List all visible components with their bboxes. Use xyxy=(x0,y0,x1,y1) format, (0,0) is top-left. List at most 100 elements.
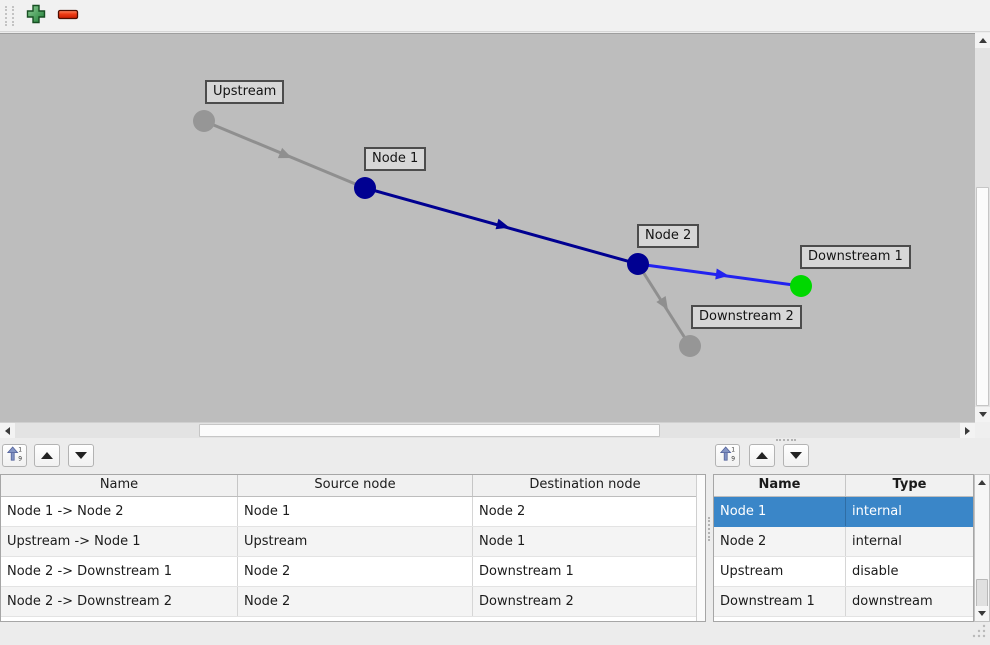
edges-move-down-button[interactable] xyxy=(68,444,94,467)
node-label-downstream-1[interactable]: Downstream 1 xyxy=(800,245,911,269)
table-cell: Downstream 1 xyxy=(714,587,846,616)
table-cell: internal xyxy=(852,504,902,519)
svg-text:9: 9 xyxy=(731,456,735,462)
window-resize-grip[interactable] xyxy=(971,623,987,642)
minus-icon xyxy=(56,3,80,28)
vertical-scroll-thumb[interactable] xyxy=(976,187,989,406)
edges-table: Name Source node Destination node Node 1… xyxy=(0,474,706,622)
node-label-downstream-2[interactable]: Downstream 2 xyxy=(691,305,802,329)
move-up-icon xyxy=(756,452,768,459)
table-cell: Upstream xyxy=(238,527,473,556)
table-cell: Upstream -> Node 1 xyxy=(1,527,238,556)
canvas-horizontal-scrollbar[interactable] xyxy=(0,422,975,438)
node-row[interactable]: Downstream 1 downstream xyxy=(714,587,973,617)
node-label-upstream[interactable]: Upstream xyxy=(205,80,285,104)
nodes-move-up-button[interactable] xyxy=(749,444,775,467)
node-node-1[interactable] xyxy=(354,177,376,199)
main-toolbar xyxy=(0,0,990,32)
table-cell: Node 1 -> Node 2 xyxy=(1,497,238,526)
status-bar xyxy=(0,623,990,645)
sort-ascending-icon: 1 9 xyxy=(6,446,23,465)
vertical-pane-splitter[interactable] xyxy=(708,517,710,541)
node-downstream-2[interactable] xyxy=(679,335,701,357)
remove-button[interactable] xyxy=(54,2,82,30)
triangle-up-icon xyxy=(978,480,986,485)
table-cell: downstream xyxy=(852,594,933,609)
table-cell: Node 1 xyxy=(238,497,473,526)
node-upstream[interactable] xyxy=(193,110,215,132)
toolbar-grip[interactable] xyxy=(5,5,14,26)
svg-text:9: 9 xyxy=(18,456,22,462)
edges-table-header: Name Source node Destination node xyxy=(1,475,705,497)
sort-ascending-icon: 1 9 xyxy=(719,446,736,465)
triangle-left-icon xyxy=(5,426,10,435)
column-header-name[interactable]: Name xyxy=(1,475,238,496)
edge-arrow-icon xyxy=(277,147,293,159)
add-button[interactable] xyxy=(22,2,50,30)
nodes-move-down-button[interactable] xyxy=(783,444,809,467)
table-cell: Node 2 -> Downstream 2 xyxy=(1,587,238,616)
edges-move-up-button[interactable] xyxy=(34,444,60,467)
table-cell: Upstream xyxy=(714,557,846,586)
nodes-table-scrollbar[interactable] xyxy=(974,474,990,622)
triangle-right-icon xyxy=(965,426,970,435)
table-cell: Node 1 xyxy=(479,534,526,549)
triangle-down-icon xyxy=(978,412,987,417)
horizontal-pane-splitter[interactable] xyxy=(776,439,796,441)
table-cell: Downstream 1 xyxy=(479,564,574,579)
node-label-node-2[interactable]: Node 2 xyxy=(637,224,700,248)
scroll-right-button[interactable] xyxy=(960,423,975,438)
horizontal-scroll-thumb[interactable] xyxy=(199,424,660,437)
edge-arrow-icon xyxy=(715,268,729,280)
scroll-down-button[interactable] xyxy=(975,606,989,621)
canvas-vertical-scrollbar[interactable] xyxy=(975,33,990,422)
scroll-left-button[interactable] xyxy=(0,423,15,438)
scroll-up-button[interactable] xyxy=(975,475,989,490)
node-row[interactable]: Upstream disable xyxy=(714,557,973,587)
graph-svg xyxy=(193,110,812,357)
move-down-icon xyxy=(75,452,87,459)
svg-text:1: 1 xyxy=(18,447,22,454)
column-header-name[interactable]: Name xyxy=(714,475,846,496)
table-cell: Node 1 xyxy=(714,497,846,526)
node-downstream-1[interactable] xyxy=(790,275,812,297)
scroll-down-button[interactable] xyxy=(975,407,990,422)
scrollbar-corner xyxy=(975,422,990,438)
table-cell: Node 2 xyxy=(238,557,473,586)
node-label-node-1[interactable]: Node 1 xyxy=(364,147,427,171)
edge-arrow-icon xyxy=(495,218,510,230)
edge-arrow-icon xyxy=(656,296,668,310)
table-scroll-thumb[interactable] xyxy=(976,579,988,607)
nodes-sort-button[interactable]: 1 9 xyxy=(715,444,740,467)
svg-text:1: 1 xyxy=(731,447,735,454)
table-cell: internal xyxy=(852,534,902,549)
edges-sort-button[interactable]: 1 9 xyxy=(2,444,27,467)
move-down-icon xyxy=(790,452,802,459)
plus-icon xyxy=(25,3,47,28)
table-cell: Node 2 xyxy=(714,527,846,556)
column-header-source-node[interactable]: Source node xyxy=(238,475,473,496)
node-row[interactable]: Node 2 internal xyxy=(714,527,973,557)
table-cell: Node 2 -> Downstream 1 xyxy=(1,557,238,586)
triangle-up-icon xyxy=(978,38,987,43)
scroll-up-button[interactable] xyxy=(975,33,990,48)
column-header-type[interactable]: Type xyxy=(892,477,927,492)
node-node-2[interactable] xyxy=(627,253,649,275)
nodes-table-header: Name Type xyxy=(714,475,973,497)
move-up-icon xyxy=(41,452,53,459)
node-row[interactable]: Node 1 internal xyxy=(714,497,973,527)
table-cell: disable xyxy=(852,564,899,579)
triangle-down-icon xyxy=(978,611,986,616)
table-cell: Node 2 xyxy=(238,587,473,616)
column-header-destination-node[interactable]: Destination node xyxy=(529,477,641,492)
edges-table-scroll-gutter xyxy=(696,475,705,621)
